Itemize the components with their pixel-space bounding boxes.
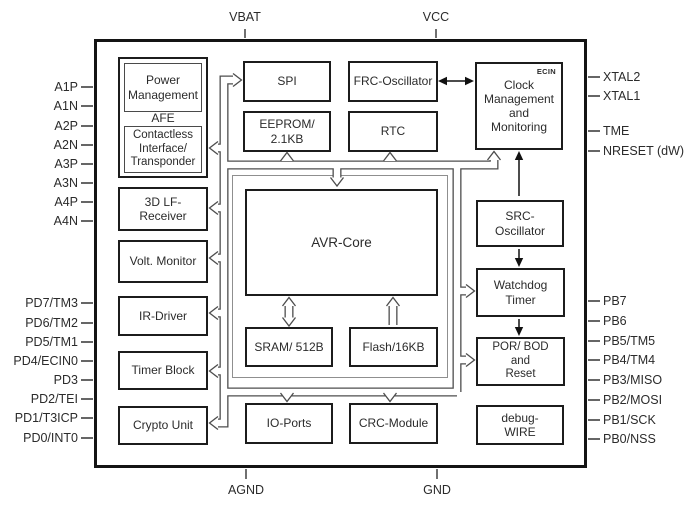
block-crypto-unit: Crypto Unit (118, 406, 208, 445)
pin-label-pd0-int0: PD0/INT0 (23, 431, 78, 445)
pin-label-vbat: VBAT (229, 10, 261, 24)
block-sram: SRAM/ 512B (245, 327, 333, 367)
pin-label-pb2-mosi: PB2/MOSI (603, 393, 663, 407)
block-por-bod-reset: POR/ BOD and Reset (476, 337, 565, 386)
pin-label-pd7-tm3: PD7/TM3 (25, 296, 78, 310)
clock-management-label: Clock Management and Monitoring (483, 77, 555, 135)
pin-label-pb4-tm4: PB4/TM4 (603, 353, 656, 367)
pin-label-a3n: A3N (53, 176, 78, 190)
pin-label-pd3: PD3 (53, 373, 78, 387)
block-src-oscillator: SRC- Oscillator (476, 200, 564, 247)
block-ir-driver: IR-Driver (118, 296, 208, 336)
pin-label-pd2-tei: PD2/TEI (30, 392, 78, 406)
pin-label-pb7: PB7 (603, 294, 627, 308)
block-crc-module: CRC-Module (349, 403, 438, 444)
pin-label-pb1-sck: PB1/SCK (603, 413, 656, 427)
pin-label-pb6: PB6 (603, 314, 627, 328)
pin-label-a2n: A2N (53, 138, 78, 152)
pin-label-pb3-miso: PB3/MISO (603, 373, 663, 387)
afe-group-label: AFE (151, 111, 175, 126)
pin-label-nreset-dw: NRESET (dW) (603, 144, 685, 158)
block-timer-block: Timer Block (118, 351, 208, 390)
pin-label-tme: TME (603, 124, 630, 138)
ecin-tag: ECIN (536, 67, 556, 76)
pin-label-gnd: GND (423, 483, 451, 497)
block-3d-lf-receiver: 3D LF- Receiver (118, 187, 208, 231)
block-contactless-interface: Contactless Interface/ Transponder (124, 126, 202, 173)
pin-label-xtal1: XTAL1 (603, 89, 641, 103)
pin-label-xtal2: XTAL2 (603, 70, 641, 84)
block-avr-core: AVR-Core (245, 189, 438, 296)
pin-label-pd4-ecin0: PD4/ECIN0 (13, 354, 78, 368)
block-debug-wire: debug- WIRE (476, 405, 564, 445)
pin-label-agnd: AGND (227, 483, 265, 497)
block-eeprom: EEPROM/ 2.1KB (243, 111, 331, 152)
block-frc-oscillator: FRC-Oscillator (348, 61, 438, 102)
pin-label-pd6-tm2: PD6/TM2 (25, 316, 78, 330)
pin-label-vcc: VCC (422, 10, 450, 24)
block-io-ports: IO-Ports (245, 403, 333, 444)
block-watchdog-timer: Watchdog Timer (476, 268, 565, 317)
pin-label-a4p: A4P (54, 195, 78, 209)
block-rtc: RTC (348, 111, 438, 152)
pin-label-a2p: A2P (54, 119, 78, 133)
pin-label-pb0-nss: PB0/NSS (603, 432, 656, 446)
block-spi: SPI (243, 61, 331, 102)
pin-label-a4n: A4N (53, 214, 78, 228)
block-volt-monitor: Volt. Monitor (118, 240, 208, 283)
block-flash: Flash/16KB (349, 327, 438, 367)
block-power-management: Power Management (124, 63, 202, 112)
pin-label-pd1-t3icp: PD1/T3ICP (14, 411, 78, 425)
pin-label-pb5-tm5: PB5/TM5 (603, 334, 656, 348)
pin-label-a1n: A1N (53, 99, 78, 113)
pin-label-a3p: A3P (54, 157, 78, 171)
block-clock-management: ECIN Clock Management and Monitoring (475, 62, 563, 150)
pin-label-a1p: A1P (54, 80, 78, 94)
pin-label-pd5-tm1: PD5/TM1 (25, 335, 78, 349)
